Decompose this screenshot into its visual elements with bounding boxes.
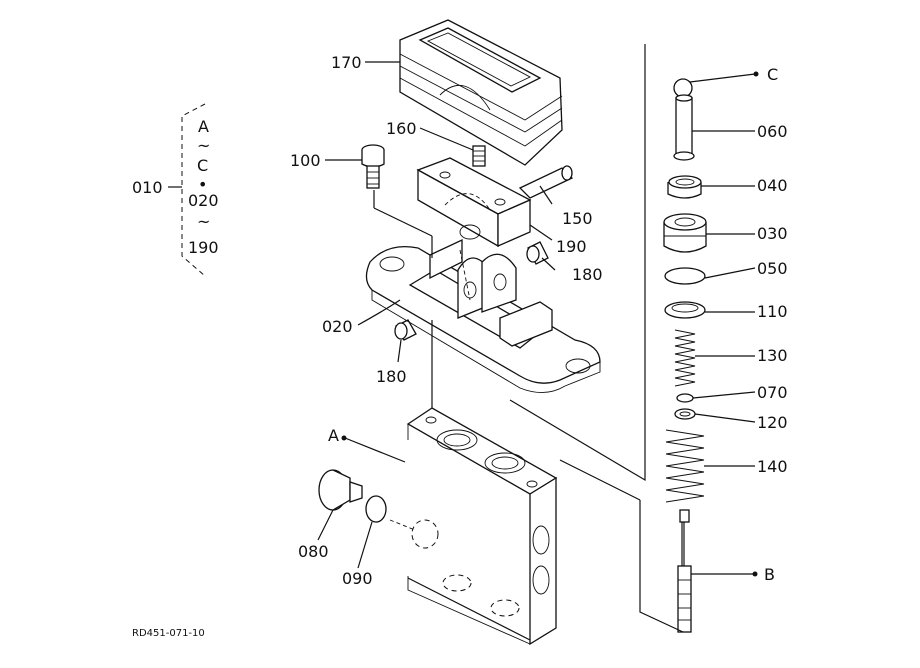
drawing-code: RD451-071-10 — [132, 628, 205, 639]
callout-140: 140 — [757, 457, 788, 476]
centerline-upper — [509, 44, 646, 482]
leader-lines — [317, 61, 759, 577]
part-100-bolt — [361, 144, 385, 189]
part-180-bushing-lower — [394, 319, 417, 341]
callout-050: 050 — [757, 259, 788, 278]
callout-180-lower: 180 — [376, 367, 407, 386]
callout-040: 040 — [757, 176, 788, 195]
part-ball-c — [673, 78, 693, 98]
assembly-centerlines — [373, 44, 684, 641]
callout-190: 190 — [556, 237, 587, 256]
part-080-plug — [318, 469, 363, 511]
callout-120: 120 — [757, 413, 788, 432]
callout-100: 100 — [290, 151, 321, 170]
part-170-boot — [399, 19, 563, 166]
centerline-lower — [639, 500, 684, 633]
part-120-nut — [674, 408, 696, 420]
legend-line-a: A — [198, 117, 209, 136]
part-040-seal — [667, 175, 702, 199]
legend-tilde-2: ~ — [197, 212, 210, 231]
legend-bracket — [181, 103, 206, 277]
legend-line-020: 020 — [188, 191, 219, 210]
part-060-plunger — [673, 94, 695, 161]
callout-060: 060 — [757, 122, 788, 141]
callout-020: 020 — [322, 317, 353, 336]
callout-170: 170 — [331, 53, 362, 72]
callout-150: 150 — [562, 209, 593, 228]
legend-assembly-number: 010 — [132, 178, 163, 197]
valve-housing — [406, 407, 558, 646]
part-130-spring — [674, 329, 696, 387]
part-070-washer — [676, 393, 694, 403]
callout-110: 110 — [757, 302, 788, 321]
callout-090: 090 — [342, 569, 373, 588]
part-110-washer — [664, 301, 706, 319]
part-050-oring — [664, 267, 706, 285]
callout-a: A — [328, 426, 339, 445]
part-140-spring — [665, 429, 705, 503]
assembly-legend: A ~ C • 020 ~ 190 010 — [132, 103, 219, 277]
callout-030: 030 — [757, 224, 788, 243]
callout-080: 080 — [298, 542, 329, 561]
callout-b: B — [764, 565, 775, 584]
callout-070: 070 — [757, 383, 788, 402]
part-030-guide — [663, 213, 707, 253]
callout-160: 160 — [386, 119, 417, 138]
legend-dot: • — [198, 175, 207, 194]
legend-line-c: C — [197, 156, 208, 175]
callout-130: 130 — [757, 346, 788, 365]
part-spool-b — [677, 509, 692, 633]
part-150-pin — [518, 165, 574, 199]
part-020-base — [365, 238, 601, 393]
part-160-screw — [472, 145, 486, 167]
callout-c: C — [767, 65, 778, 84]
part-190-block — [416, 157, 532, 248]
callout-180-upper: 180 — [572, 265, 603, 284]
legend-tilde-1: ~ — [197, 136, 210, 155]
legend-line-190: 190 — [188, 238, 219, 257]
part-090-oring — [365, 495, 387, 523]
callout-labels: 170 160 100 150 190 180 020 180 A 080 09… — [290, 53, 788, 588]
